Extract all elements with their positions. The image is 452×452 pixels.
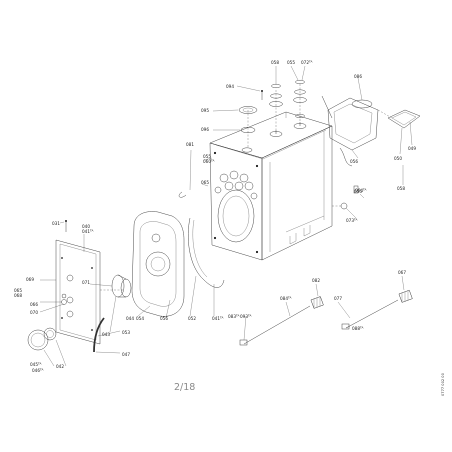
label-094: 094 <box>226 84 234 89</box>
label-073: 073TA <box>346 218 357 224</box>
label-066: 066 <box>30 302 38 307</box>
label-096: 096 <box>201 127 209 132</box>
label-058-right: 058 <box>397 186 405 191</box>
label-065-top: 065 <box>201 180 209 185</box>
label-049: 049 <box>408 146 416 151</box>
door-seal-ring <box>188 217 225 288</box>
label-055-mid: 055 <box>203 154 211 159</box>
label-084: 084TA <box>280 296 291 302</box>
flexible-cable <box>93 317 105 353</box>
label-095: 095 <box>201 108 209 113</box>
label-055-right: 055 <box>354 189 362 194</box>
combustion-door <box>131 211 185 317</box>
label-069: 069 <box>26 277 34 282</box>
side-small-parts <box>178 185 365 210</box>
label-067: 067 <box>398 270 406 275</box>
label-058-top: 058 <box>271 60 279 65</box>
label-041-top: 041TA <box>82 229 93 235</box>
boiler-body <box>209 111 333 261</box>
label-046: 046TA <box>32 368 43 374</box>
sight-glass-set <box>27 293 67 351</box>
cleaning-brush-right <box>341 289 413 330</box>
label-043: 043 <box>102 332 110 337</box>
callout-labels: 094 058 055 072TA 095 096 081 055 060TA … <box>14 60 416 374</box>
leader-lines <box>39 65 413 367</box>
label-065-left: 065 <box>14 288 22 293</box>
label-040: 040 <box>82 224 90 229</box>
label-088: 088TA <box>352 326 363 332</box>
label-081: 081 <box>186 142 194 147</box>
label-041-bottom: 041TA <box>212 316 223 322</box>
cleaning-brush-left <box>239 296 324 346</box>
burner-mounting-plate <box>55 239 124 345</box>
flue-hood-assembly <box>327 97 421 167</box>
label-072-top: 072TA <box>301 60 312 66</box>
label-077: 077 <box>334 296 342 301</box>
label-070: 070 <box>30 310 38 315</box>
label-045: 045TA <box>30 362 41 368</box>
burner-tube <box>111 274 132 298</box>
document-id: 0777 002 00 <box>441 372 445 396</box>
label-068: 068 <box>14 293 22 298</box>
label-056-top: 056 <box>350 159 358 164</box>
screw-031 <box>65 220 67 232</box>
label-093: 093TA <box>240 314 251 320</box>
label-055-top: 055 <box>287 60 295 65</box>
top-fittings <box>238 79 333 148</box>
label-054: 054 <box>136 316 144 321</box>
label-050: 050 <box>394 156 402 161</box>
page-number: 2/18 <box>174 382 195 393</box>
label-042: 042 <box>56 364 64 369</box>
label-047: 047 <box>122 352 130 357</box>
label-056-bottom: 056 <box>160 316 168 321</box>
label-082: 082 <box>312 278 320 283</box>
label-064: 064TA <box>355 188 366 194</box>
label-071: 071 <box>82 280 90 285</box>
label-060: 060TA <box>203 159 214 165</box>
label-044: 044 <box>126 316 134 321</box>
label-052: 052 <box>188 316 196 321</box>
label-053: 053 <box>122 330 130 335</box>
label-031: 031 <box>52 221 60 226</box>
label-083: 083TA <box>228 314 239 320</box>
label-086: 086 <box>354 74 362 79</box>
